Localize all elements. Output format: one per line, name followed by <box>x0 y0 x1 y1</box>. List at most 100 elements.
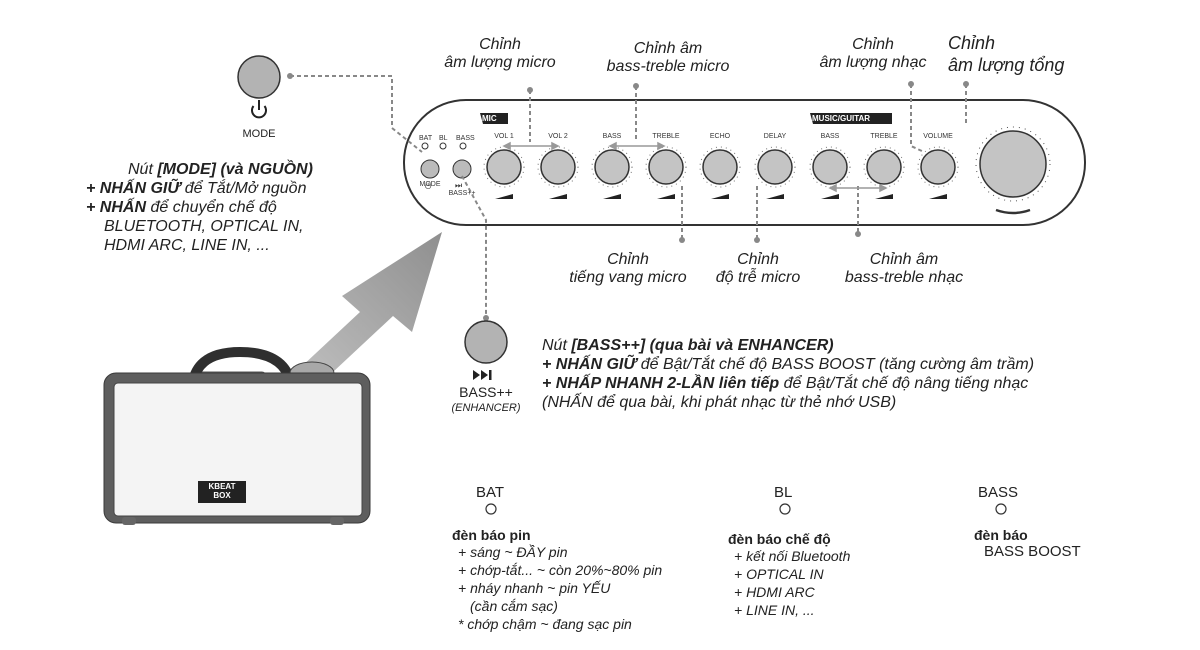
knob <box>540 149 576 185</box>
bass-button-label: BASS++ <box>459 384 513 400</box>
mode-line-1: + NHẤN GIỮ để Tắt/Mở nguồn <box>86 179 313 198</box>
knob-scale <box>863 146 905 188</box>
callout-mic-echo: Chỉnh tiếng vang micro <box>550 251 706 287</box>
knob <box>486 149 522 185</box>
knob <box>594 149 630 185</box>
bass-item: BASS BOOST <box>984 543 1081 560</box>
panel-bass-label: BASS++ <box>448 190 476 197</box>
speaker-logo: KBEAT BOX <box>208 482 236 500</box>
knob-level-wedge <box>766 194 784 199</box>
power-icon <box>251 100 267 119</box>
knob <box>812 149 848 185</box>
knob-label: BASS <box>602 133 622 140</box>
mode-description: Nút [MODE] (và NGUỒN) + NHẤN GIỮ để Tắt/… <box>86 160 313 255</box>
next-track-icon <box>473 370 492 380</box>
bass-line-1: + NHẤN GIỮ để Bật/Tắt chế độ BASS BOOST … <box>542 355 1034 374</box>
pointer-arrow <box>300 232 442 372</box>
bass-button-graphic <box>464 320 508 364</box>
mode-button-graphic <box>237 55 281 99</box>
callout-master-volume: Chỉnh âm lượng tổng <box>948 32 1064 76</box>
bl-title: đèn báo chế độ <box>728 531 831 547</box>
knob-level-wedge <box>875 194 893 199</box>
knob <box>702 149 738 185</box>
callout-music-bass-treble: Chỉnh âm bass-treble nhạc <box>826 251 982 287</box>
knob-scale <box>699 146 741 188</box>
knob-label: VOL 2 <box>548 133 568 140</box>
knob-level-wedge <box>711 194 729 199</box>
callout-music-bass-treble-line2: bass-treble nhạc <box>844 269 964 286</box>
knob-label: TREBLE <box>652 133 680 140</box>
panel-led-label-bat: BAT <box>419 135 433 142</box>
callout-mic-echo-line2: tiếng vang micro <box>569 269 687 286</box>
knob-level-wedge <box>929 194 947 199</box>
bass-line-3: (NHẤN để qua bài, khi phát nhạc từ thẻ n… <box>542 394 897 411</box>
knob <box>648 149 684 185</box>
bl-item: + HDMI ARC <box>734 584 815 600</box>
control-panel <box>403 99 1086 226</box>
bass-title-bold: [BASS++] (qua bài và ENHANCER) <box>571 337 834 354</box>
callout-music-volume: Chỉnh âm lượng nhạc <box>806 36 940 72</box>
panel-led-label-bl: BL <box>439 135 448 142</box>
bass-led <box>995 503 1007 515</box>
mode-line-4: HDMI ARC, LINE IN, ... <box>104 237 270 254</box>
bass-button-sublabel: (ENHANCER) <box>451 402 521 414</box>
mode-line-3: BLUETOOTH, OPTICAL IN, <box>104 218 304 235</box>
mode-button-label: MODE <box>242 128 276 140</box>
leader-lines <box>290 75 967 318</box>
mode-title-prefix: Nút <box>128 161 158 178</box>
bl-item: + kết nối Bluetooth <box>734 548 851 564</box>
pair-arrows <box>502 141 888 193</box>
knob-level-wedge <box>821 194 839 199</box>
mode-title: Nút [MODE] (và NGUỒN) <box>86 160 313 179</box>
bat-item: (cần cắm sạc) <box>470 598 558 614</box>
panel-led-label-bass: BASS <box>456 135 475 142</box>
knob-scale <box>809 146 851 188</box>
bl-name: BL <box>774 484 793 501</box>
panel-power-icon: ⏻ <box>425 182 432 191</box>
knob-label: DELAY <box>763 133 787 140</box>
callout-music-bass-treble-line1: Chỉnh âm <box>869 251 939 268</box>
callout-mic-bass-treble-line1: Chỉnh âm <box>633 40 703 57</box>
knob-scale <box>754 146 796 188</box>
knob-level-wedge <box>657 194 675 199</box>
bat-legend: đèn báo pin + sáng ~ ĐẦY pin+ chớp-tắt..… <box>452 527 662 633</box>
bass-items: BASS BOOST <box>974 543 1081 561</box>
knob-label: VOLUME <box>923 133 953 140</box>
knob-label: TREBLE <box>870 133 898 140</box>
mic-group-label: MIC <box>482 114 497 123</box>
callout-master-volume-line1: Chỉnh <box>948 33 996 53</box>
callout-mic-delay: Chỉnh độ trễ micro <box>700 251 816 287</box>
knob <box>920 149 956 185</box>
callout-mic-echo-line1: Chỉnh <box>607 251 649 268</box>
bl-legend: đèn báo chế độ + kết nối Bluetooth+ OPTI… <box>728 531 850 619</box>
bl-led <box>779 503 791 515</box>
callout-mic-delay-line1: Chỉnh <box>737 251 779 268</box>
bass-title: Nút [BASS++] (qua bài và ENHANCER) <box>542 336 1034 355</box>
callout-music-volume-line1: Chỉnh <box>852 36 894 53</box>
knob-label: ECHO <box>709 133 731 140</box>
panel-mode-label: MODE <box>419 181 441 188</box>
callout-mic-volume: Chỉnh âm lượng micro <box>430 36 570 72</box>
callout-mic-delay-line2: độ trễ micro <box>715 269 801 286</box>
bass-legend: đèn báo BASS BOOST <box>974 527 1081 561</box>
callout-mic-bass-treble: Chỉnh âm bass-treble micro <box>588 40 748 76</box>
bass-line-2: + NHẤP NHANH 2-LẦN liên tiếp để Bật/Tắt … <box>542 374 1034 393</box>
callout-music-volume-line2: âm lượng nhạc <box>819 54 927 71</box>
bass-title-legend: đèn báo <box>974 527 1028 543</box>
callout-mic-volume-line1: Chỉnh <box>479 36 521 53</box>
knob <box>866 149 902 185</box>
bass-description: Nút [BASS++] (qua bài và ENHANCER) + NHẤ… <box>542 336 1034 412</box>
knob-level-wedge <box>603 194 621 199</box>
callout-master-volume-line2: âm lượng tổng <box>948 55 1065 75</box>
bat-items: + sáng ~ ĐẦY pin+ chớp-tắt... ~ còn 20%~… <box>452 543 662 633</box>
bass-name: BASS <box>978 484 1019 501</box>
knob-label: VOL 1 <box>494 133 514 140</box>
knob-scale <box>537 146 579 188</box>
knob-scale <box>591 146 633 188</box>
bass-title-prefix: Nút <box>542 337 572 354</box>
music-group-label: MUSIC/GUITAR <box>812 114 871 123</box>
mode-line-2-bold: + NHẤN <box>86 199 147 216</box>
bass-line-2-bold: + NHẤP NHANH 2-LẦN liên tiếp <box>542 375 780 392</box>
